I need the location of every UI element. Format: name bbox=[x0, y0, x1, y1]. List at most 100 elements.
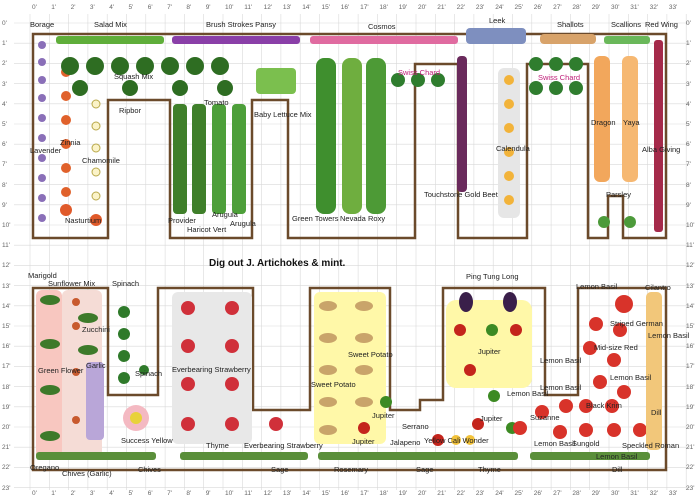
baby-lettuce-plants[interactable] bbox=[256, 68, 296, 94]
swiss-chard-right[interactable] bbox=[529, 57, 583, 95]
label-touchstone: Touchstone Gold Beet bbox=[424, 190, 498, 199]
x-ruler-label: 13' bbox=[282, 4, 292, 11]
y-ruler-label: 14' bbox=[686, 302, 695, 310]
nevada-lettuce[interactable] bbox=[342, 58, 362, 214]
label-leek: Leek bbox=[489, 16, 506, 25]
label-jupiter-4: Jupiter bbox=[480, 414, 503, 423]
parsley-plants[interactable] bbox=[598, 216, 636, 228]
lavender-plants[interactable] bbox=[38, 41, 46, 222]
label-cilantro: Cilantro bbox=[645, 283, 671, 292]
y-ruler-label: 9' bbox=[2, 201, 7, 209]
y-ruler-label: 8' bbox=[2, 181, 7, 189]
squash-mix-plants[interactable] bbox=[61, 57, 233, 96]
eggplant-plants[interactable] bbox=[459, 292, 517, 312]
x-ruler-label: 8' bbox=[186, 4, 192, 11]
sweet-potato-plants[interactable] bbox=[314, 292, 386, 444]
label-lemon-basil-5: Lemon Basil bbox=[610, 373, 652, 382]
herb-row[interactable] bbox=[36, 452, 650, 460]
label-calendula: Calendula bbox=[496, 144, 530, 153]
y-ruler-label: 4' bbox=[686, 100, 691, 108]
top-garden-bed[interactable] bbox=[31, 28, 668, 240]
x-ruler-label: 32' bbox=[649, 4, 659, 11]
y-ruler-label: 7' bbox=[2, 161, 7, 169]
label-arugula-1: Arugula bbox=[212, 210, 238, 219]
x-ruler-label: 10' bbox=[225, 490, 234, 497]
y-ruler-label: 12' bbox=[686, 262, 695, 270]
x-ruler-label: 18' bbox=[379, 4, 388, 11]
x-ruler-label: 27' bbox=[553, 490, 562, 497]
x-ruler-label: 0' bbox=[32, 4, 37, 11]
y-ruler-label: 21' bbox=[2, 444, 11, 452]
x-ruler-label: 28' bbox=[572, 490, 581, 497]
success-yellow-squash[interactable] bbox=[123, 405, 149, 431]
label-jupiter-1: Jupiter bbox=[372, 411, 395, 420]
y-ruler-label: 18' bbox=[686, 383, 695, 391]
bottom-bed-border bbox=[31, 286, 668, 472]
x-ruler-label: 8' bbox=[186, 490, 192, 497]
spinach-plants[interactable] bbox=[118, 306, 149, 384]
bottom-garden-bed[interactable] bbox=[31, 286, 668, 472]
zinnia-plants[interactable] bbox=[61, 67, 71, 197]
y-ruler-label: 21' bbox=[686, 444, 695, 452]
label-green-flower: Green Flower bbox=[38, 366, 84, 375]
x-ruler-label: 30' bbox=[611, 4, 620, 11]
cilantro-plants[interactable] bbox=[646, 292, 662, 450]
y-ruler-label: 17' bbox=[2, 363, 11, 371]
label-red-wing: Red Wing bbox=[645, 20, 678, 29]
dragon-carrots[interactable] bbox=[594, 56, 610, 182]
scallion-plants[interactable] bbox=[604, 36, 650, 44]
x-ruler-label: 21' bbox=[437, 490, 446, 497]
beet-plants[interactable] bbox=[457, 56, 467, 192]
y-ruler-label: 15' bbox=[2, 323, 11, 330]
x-ruler-label: 5' bbox=[128, 4, 134, 11]
label-haricot: Haricot Vert bbox=[187, 225, 227, 234]
tomato-plants[interactable] bbox=[513, 295, 647, 439]
green-flower-plants[interactable] bbox=[72, 298, 80, 424]
label-dill-2: Dill bbox=[612, 465, 623, 474]
strawberry-plants[interactable] bbox=[172, 292, 283, 444]
arugula-plants[interactable] bbox=[212, 104, 246, 214]
zucchini-plants[interactable] bbox=[40, 295, 98, 441]
chamomile-plants[interactable] bbox=[91, 99, 101, 201]
label-zinnia: Zinnia bbox=[60, 138, 81, 147]
label-sweet-potato-2: Sweet Potato bbox=[311, 380, 356, 389]
x-ruler-label: 23' bbox=[475, 4, 485, 11]
y-ruler-label: 5' bbox=[686, 121, 691, 128]
label-dill-1: Dill bbox=[651, 408, 662, 417]
leek-plants[interactable] bbox=[466, 28, 526, 44]
nasturtium-plants[interactable] bbox=[60, 204, 102, 226]
label-black-krim: Black Krim bbox=[586, 401, 622, 410]
salad-mix-plants[interactable] bbox=[56, 36, 164, 44]
x-ruler-label: 25' bbox=[514, 490, 523, 497]
yaya-carrots[interactable] bbox=[622, 56, 638, 182]
calendula-plants[interactable] bbox=[498, 68, 520, 218]
provider-bean-plants[interactable] bbox=[173, 104, 206, 214]
red-wing-plants[interactable] bbox=[654, 40, 663, 232]
label-marigold: Marigold bbox=[28, 271, 57, 280]
label-squash-mix: Squash Mix bbox=[114, 72, 154, 81]
y-ruler-label: 17' bbox=[686, 363, 695, 371]
y-ruler-label: 19' bbox=[2, 403, 11, 411]
roxy-lettuce[interactable] bbox=[366, 58, 386, 214]
shallot-plants[interactable] bbox=[540, 34, 596, 44]
pansy-plants[interactable] bbox=[172, 36, 300, 44]
y-ruler-label: 1' bbox=[686, 40, 691, 48]
x-ruler-label: 9' bbox=[205, 4, 211, 11]
y-ruler-label: 22' bbox=[686, 464, 695, 472]
y-ruler-label: 19' bbox=[686, 403, 695, 411]
label-sweet-potato-1: Sweet Potato bbox=[348, 350, 393, 359]
y-ruler-label: 20' bbox=[686, 424, 695, 431]
label-green-towers: Green Towers bbox=[292, 214, 339, 223]
garlic-plants[interactable] bbox=[86, 362, 104, 440]
swiss-chard-left[interactable] bbox=[391, 73, 445, 87]
x-ruler-label: 22' bbox=[456, 490, 466, 497]
cosmos-plants[interactable] bbox=[310, 36, 458, 44]
y-ruler-label: 12' bbox=[2, 262, 11, 270]
x-ruler-label: 4' bbox=[109, 4, 115, 11]
x-ruler-label: 20' bbox=[418, 490, 427, 497]
y-ruler-label: 3' bbox=[686, 80, 691, 88]
green-towers-lettuce[interactable] bbox=[316, 58, 336, 214]
x-ruler-label: 6' bbox=[147, 490, 153, 497]
